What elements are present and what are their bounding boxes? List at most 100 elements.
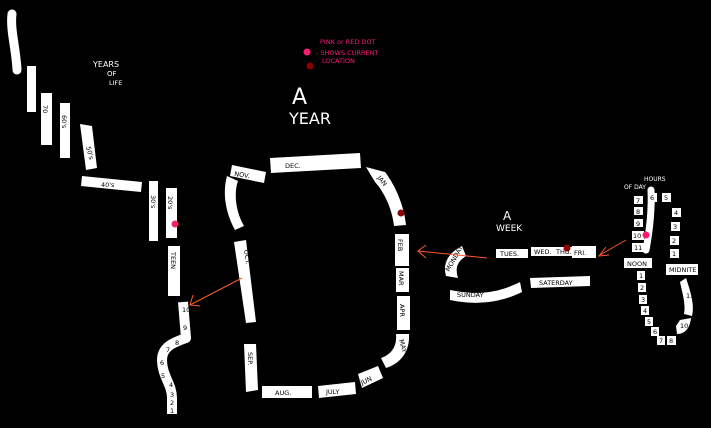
legend-line3: LOCATION (322, 57, 355, 65)
decade-30s-label: 30's (149, 195, 157, 209)
hour-cell (639, 295, 647, 304)
hour-cell (670, 236, 679, 245)
month-nov-curve (224, 176, 244, 230)
month-dec (270, 153, 361, 173)
hour-2: 2 (672, 237, 676, 245)
life-current-dot (171, 220, 179, 228)
hour-cell (632, 231, 644, 240)
month-nov (230, 165, 266, 183)
life-path-80s (27, 66, 36, 112)
decade-20s (166, 188, 177, 238)
hour-4: 4 (674, 209, 678, 217)
hour-5: 5 (664, 194, 668, 202)
week-heading-1: A (503, 209, 512, 223)
decade-teen (168, 246, 180, 296)
hour-10: 10 (680, 322, 688, 330)
legend-line1: PINK or RED DOT (320, 38, 376, 46)
hour-cell (645, 317, 653, 326)
month-sep-label: SEP. (246, 352, 254, 365)
hour-midnite-label: MIDNITE (669, 266, 696, 274)
year-3: 3 (170, 391, 174, 399)
life-section: YEARS OF LIFE 70 60's 50's 40's 30's 20'… (7, 9, 191, 415)
day-tues-label: TUES. (499, 250, 519, 258)
hour-3: 3 (673, 223, 677, 231)
title-year: YEAR (288, 109, 331, 128)
hour-cell (657, 336, 665, 345)
day-sunday-label: SUNDAY (457, 291, 484, 299)
day-tues (496, 249, 528, 258)
hour-11: 11 (686, 292, 694, 300)
life-heading-2: OF (107, 70, 117, 78)
day-wed (531, 247, 555, 256)
year-section: NOV. DEC. JAN FEB MAR APR MAY JUN JULY A… (224, 153, 410, 398)
life-path-early (157, 301, 191, 414)
day-section: HOURS OF DAY 7 8 9 10 11 6 5 4 3 (624, 176, 698, 345)
hour-am-9: 9 (636, 220, 640, 228)
month-july (318, 382, 356, 398)
hour-am-8: 8 (636, 208, 640, 216)
decade-60s-label: 60's (60, 115, 68, 129)
decade-60s (60, 103, 70, 158)
year-4: 4 (169, 381, 173, 389)
hour-pm-2: 2 (640, 284, 644, 292)
month-feb (395, 234, 409, 266)
day-fri-label: FRI. (574, 249, 586, 257)
year-current-dot (397, 209, 405, 217)
hour-cell (634, 196, 643, 204)
hour-pm-8: 8 (669, 337, 673, 345)
hour-am-11: 11 (634, 244, 642, 252)
year-6: 6 (160, 359, 164, 367)
year-2: 2 (170, 399, 174, 407)
legend-line2: - SHOWS CURRENT (316, 49, 378, 57)
hour-cell (637, 271, 645, 280)
hour-cell (667, 336, 676, 345)
life-path-top (7, 9, 22, 75)
arrows (189, 239, 627, 307)
month-apr-label: APR (398, 304, 406, 317)
day-saterday-label: SATERDAY (539, 279, 573, 287)
day-thu-label: THU. (555, 248, 572, 256)
hour-cell (670, 249, 679, 258)
decade-20s-label: 20's (166, 196, 174, 210)
month-dec-label: DEC. (285, 162, 301, 170)
month-jun (358, 366, 383, 388)
hour-midnite (666, 264, 698, 275)
hour-cell (672, 208, 681, 217)
hour-noon (624, 258, 652, 268)
title-a: A (292, 85, 307, 110)
month-nov-label: NOV. (234, 170, 251, 180)
hours-left-top: 7 8 9 10 11 (632, 196, 644, 252)
header: A YEAR PINK or RED DOT - SHOWS CURRENT L… (288, 38, 378, 128)
day-heading-1: HOURS (644, 176, 666, 183)
year-5: 5 (161, 372, 165, 380)
hour-1: 1 (672, 250, 676, 258)
arrow-week-to-year (417, 244, 488, 259)
day-saterday (530, 276, 590, 288)
week-heading-2: WEEK (496, 224, 523, 234)
month-oct-label: OCT. (242, 249, 252, 265)
arrow-day-to-week (597, 239, 627, 257)
life-heading-3: LIFE (109, 79, 122, 87)
day-current-dot (642, 231, 650, 239)
year-1: 1 (170, 407, 174, 415)
hour-pm-6: 6 (653, 328, 657, 336)
month-feb-label: FEB (396, 239, 404, 251)
decade-70-label: 70 (41, 105, 49, 113)
decade-50s (80, 124, 97, 170)
decade-50s-label: 50's (84, 145, 95, 161)
hour-cell (634, 207, 643, 215)
hour-cell (662, 193, 671, 202)
year-9: 9 (183, 324, 187, 332)
day-heading-2: OF DAY (624, 184, 646, 191)
hour-cell (641, 306, 649, 315)
day-wed-label: WED. (534, 248, 552, 256)
month-apr (397, 296, 410, 330)
hour-am-7: 7 (636, 197, 640, 205)
month-mar-label: MAR (397, 271, 405, 286)
hour-cell (651, 327, 659, 336)
day-monday (444, 246, 466, 278)
hours-right-bottom: 11 10 (676, 278, 694, 334)
month-may-label: MAY (397, 338, 408, 353)
month-mar (396, 268, 409, 292)
